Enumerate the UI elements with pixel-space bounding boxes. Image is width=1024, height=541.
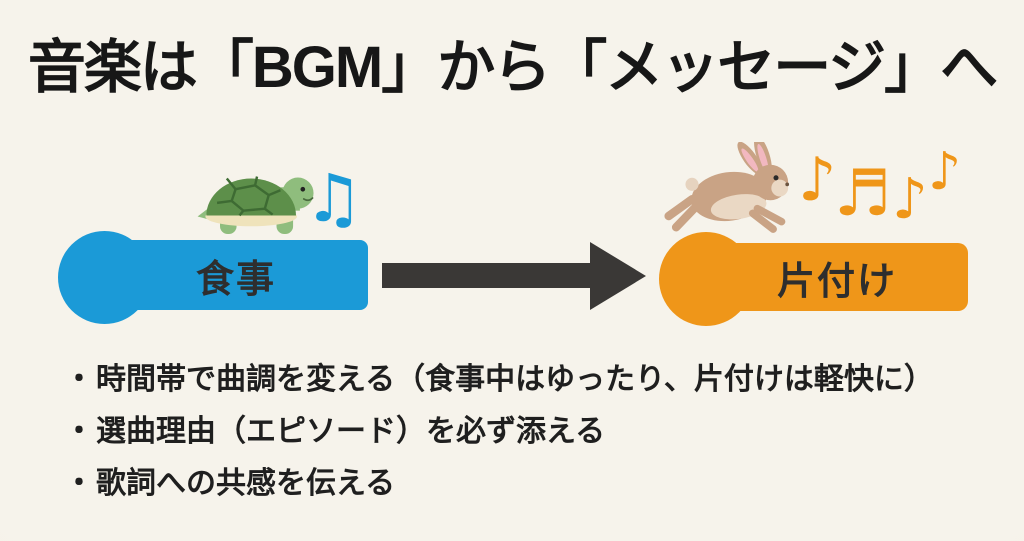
- bullet-text: 歌詞への共感を伝える: [96, 467, 396, 500]
- music-note-icon: ♪: [798, 145, 837, 215]
- bullet-marker: ・: [64, 467, 94, 500]
- bullet-marker: ・: [64, 363, 94, 396]
- bullet-item: ・ 時間帯で曲調を変える（食事中はゆったり、片付けは軽快に）: [64, 354, 994, 406]
- arrow-head: [590, 242, 646, 310]
- page-title: 音楽は「BGM」から「メッセージ」へ: [27, 35, 998, 100]
- cleanup-label: 片付け: [776, 260, 897, 303]
- music-note-icon: ♪: [928, 142, 962, 202]
- bullet-item: ・ 選曲理由（エピソード）を必ず添える: [64, 406, 994, 458]
- music-note-icon: ♫: [304, 160, 364, 237]
- cleanup-pill-bar: 片付け: [706, 243, 968, 311]
- arrow-shaft: [382, 263, 594, 288]
- bullet-item: ・ 歌詞への共感を伝える: [64, 458, 994, 510]
- turtle-icon: [194, 160, 322, 236]
- music-note-icon: ♬: [834, 157, 892, 231]
- bullet-text: 時間帯で曲調を変える（食事中はゆったり、片付けは軽快に）: [96, 363, 934, 396]
- bullet-marker: ・: [64, 415, 94, 448]
- meal-pill-bar: 食事: [104, 240, 368, 310]
- bullet-text: 選曲理由（エピソード）を必ず添える: [96, 415, 606, 448]
- rabbit-icon: [664, 142, 804, 236]
- bullet-list: ・ 時間帯で曲調を変える（食事中はゆったり、片付けは軽快に） ・ 選曲理由（エピ…: [64, 354, 994, 510]
- meal-label: 食事: [195, 258, 276, 301]
- music-note-icon: ♪: [892, 167, 928, 232]
